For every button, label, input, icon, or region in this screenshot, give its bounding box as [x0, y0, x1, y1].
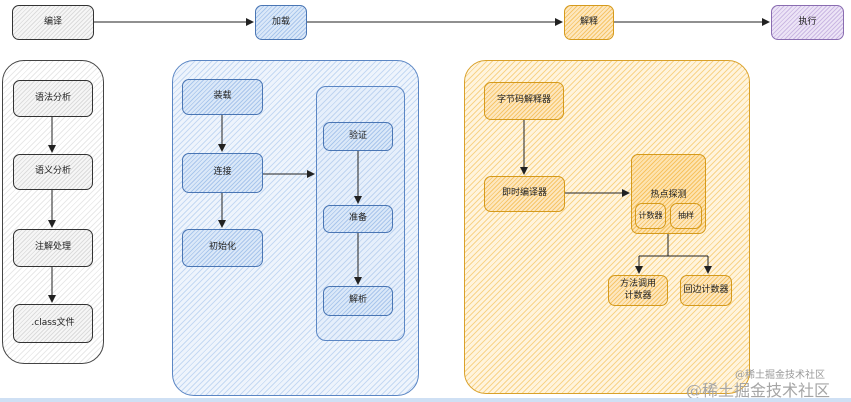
- interpret-stage: 解释: [564, 5, 614, 40]
- hotspot-detection-label: 热点探测: [650, 190, 687, 200]
- jit-compiler-step: 即时编译器: [484, 176, 565, 212]
- resolution-step: 解析: [323, 286, 393, 316]
- method-invocation-counter: 方法调用 计数器: [608, 275, 668, 306]
- sampling-method: 抽样: [670, 203, 702, 229]
- class-file-step: .class文件: [13, 304, 93, 343]
- watermark-small: @稀土掘金技术社区: [735, 370, 825, 381]
- lexical-analysis-step: 语法分析: [13, 80, 93, 117]
- method-invocation-counter-line1: 方法调用: [619, 279, 656, 290]
- initialization-step: 初始化: [182, 229, 263, 267]
- load-stage: 加载: [255, 5, 307, 40]
- compile-stage: 编译: [12, 5, 94, 40]
- counter-method: 计数器: [635, 203, 666, 229]
- execute-stage: 执行: [771, 5, 844, 40]
- backedge-counter: 回边计数器: [680, 275, 732, 306]
- bytecode-interpreter-step: 字节码解释器: [484, 82, 564, 120]
- method-invocation-counter-line2: 计数器: [624, 290, 652, 301]
- annotation-processing-step: 注解处理: [13, 229, 93, 267]
- semantic-analysis-step: 语义分析: [13, 154, 93, 190]
- connector-hotspot-counters: [639, 234, 708, 257]
- linking-step: 连接: [182, 153, 263, 193]
- watermark-large: @稀土掘金技术社区: [686, 381, 831, 400]
- preparation-step: 准备: [323, 205, 393, 233]
- verification-step: 验证: [323, 122, 393, 151]
- bottom-border: [0, 398, 851, 402]
- loading-step: 装载: [182, 79, 263, 115]
